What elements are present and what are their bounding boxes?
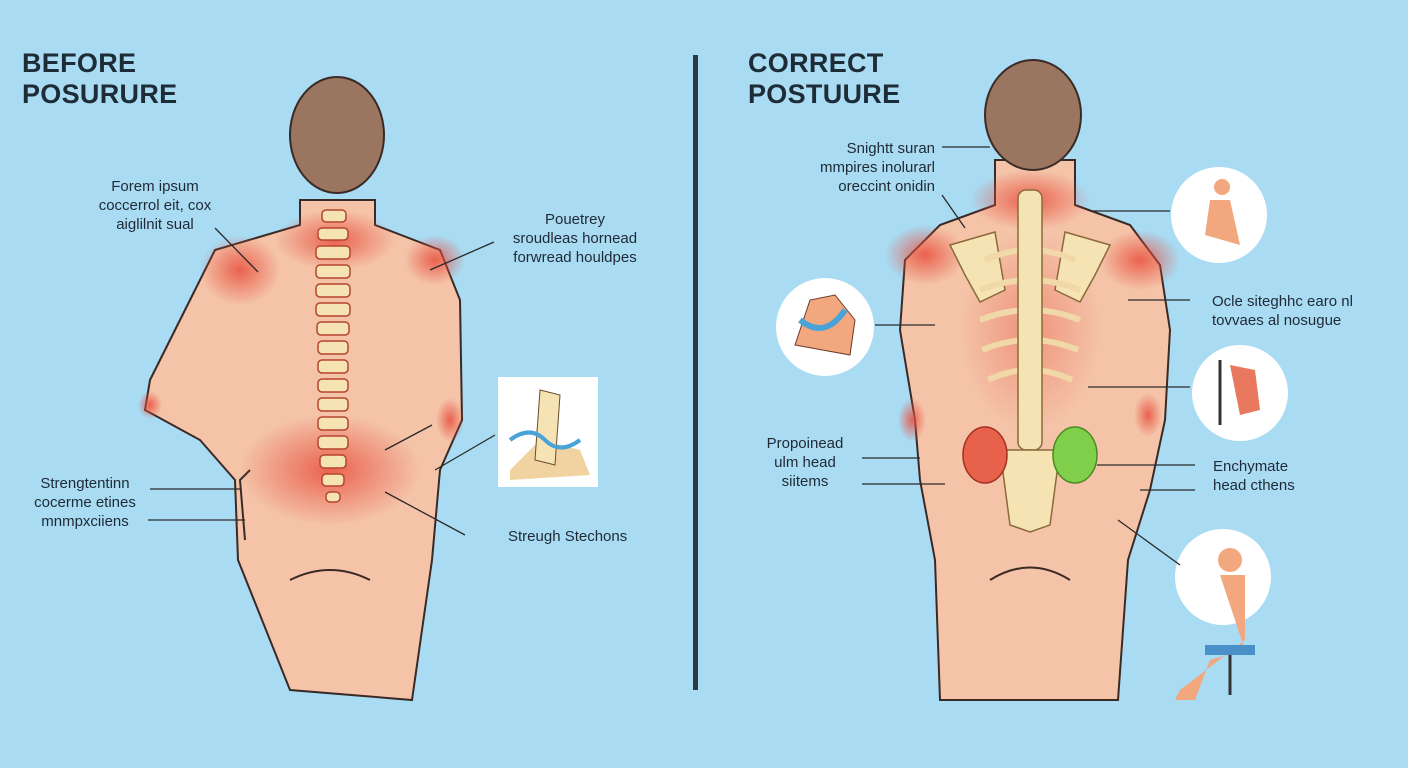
title-line: BEFORE xyxy=(22,48,137,78)
label-line: siitems xyxy=(781,473,829,490)
circle-icon-art xyxy=(794,179,1260,700)
before-figure xyxy=(143,76,464,702)
correct-skeleton xyxy=(948,189,1112,533)
label-line: tovvaes al nosugue xyxy=(1212,312,1342,329)
label-line: mnmpxciiens xyxy=(41,513,129,530)
label-pelvis: Enchymate head cthens xyxy=(1213,457,1295,495)
label-line: cocerme etines xyxy=(34,494,136,511)
label-hips: Propoinead ulm head siitems xyxy=(750,434,860,491)
section-divider xyxy=(693,55,698,690)
label-stretch: Streugh Stechons xyxy=(508,527,627,546)
label-lower-back: Strengtentinn cocerme etines mnmpxciiens xyxy=(20,474,150,531)
label-line: head cthens xyxy=(1213,477,1295,494)
title-line: CORRECT xyxy=(748,48,884,78)
before-posture-title: BEFORE POSURURE xyxy=(22,48,177,110)
title-line: POSURURE xyxy=(22,79,178,109)
title-line: POSTUURE xyxy=(748,79,901,109)
label-line: Pouetrey xyxy=(544,211,606,228)
label-neck: Snightt suran mmpires inolurarl oreccint… xyxy=(780,139,935,196)
label-upper-back: Forem ipsum coccerrol eit, cox aiglilnit… xyxy=(80,177,230,234)
before-spine xyxy=(315,209,351,503)
label-line: Snightt suran xyxy=(846,140,935,157)
label-line: Enchymate xyxy=(1213,458,1289,475)
label-line: Streugh Stechons xyxy=(508,528,628,545)
leader-lines xyxy=(148,146,1195,566)
label-line: aiglilnit sual xyxy=(116,216,194,233)
correct-posture-title: CORRECT POSTUURE xyxy=(748,48,900,110)
label-line: ulm head xyxy=(774,454,836,471)
spine-inset-image xyxy=(498,377,598,487)
label-line: sroudleas hornead xyxy=(512,230,638,247)
label-shoulders: Pouetrey sroudleas hornead forwread houl… xyxy=(495,210,655,267)
label-ribcage: Ocle siteghhc earo nl tovvaes al nosugue xyxy=(1212,292,1353,330)
label-line: oreccint onidin xyxy=(838,178,935,195)
label-line: forwread houldpes xyxy=(513,249,637,266)
label-line: coccerrol eit, cox xyxy=(98,197,212,214)
label-line: mmpires inolurarl xyxy=(819,159,935,176)
label-line: Propoinead xyxy=(766,435,844,452)
label-line: Strengtentinn xyxy=(40,475,130,492)
label-line: Forem ipsum xyxy=(111,178,199,195)
label-line: Ocle siteghhc earo nl xyxy=(1212,293,1353,310)
